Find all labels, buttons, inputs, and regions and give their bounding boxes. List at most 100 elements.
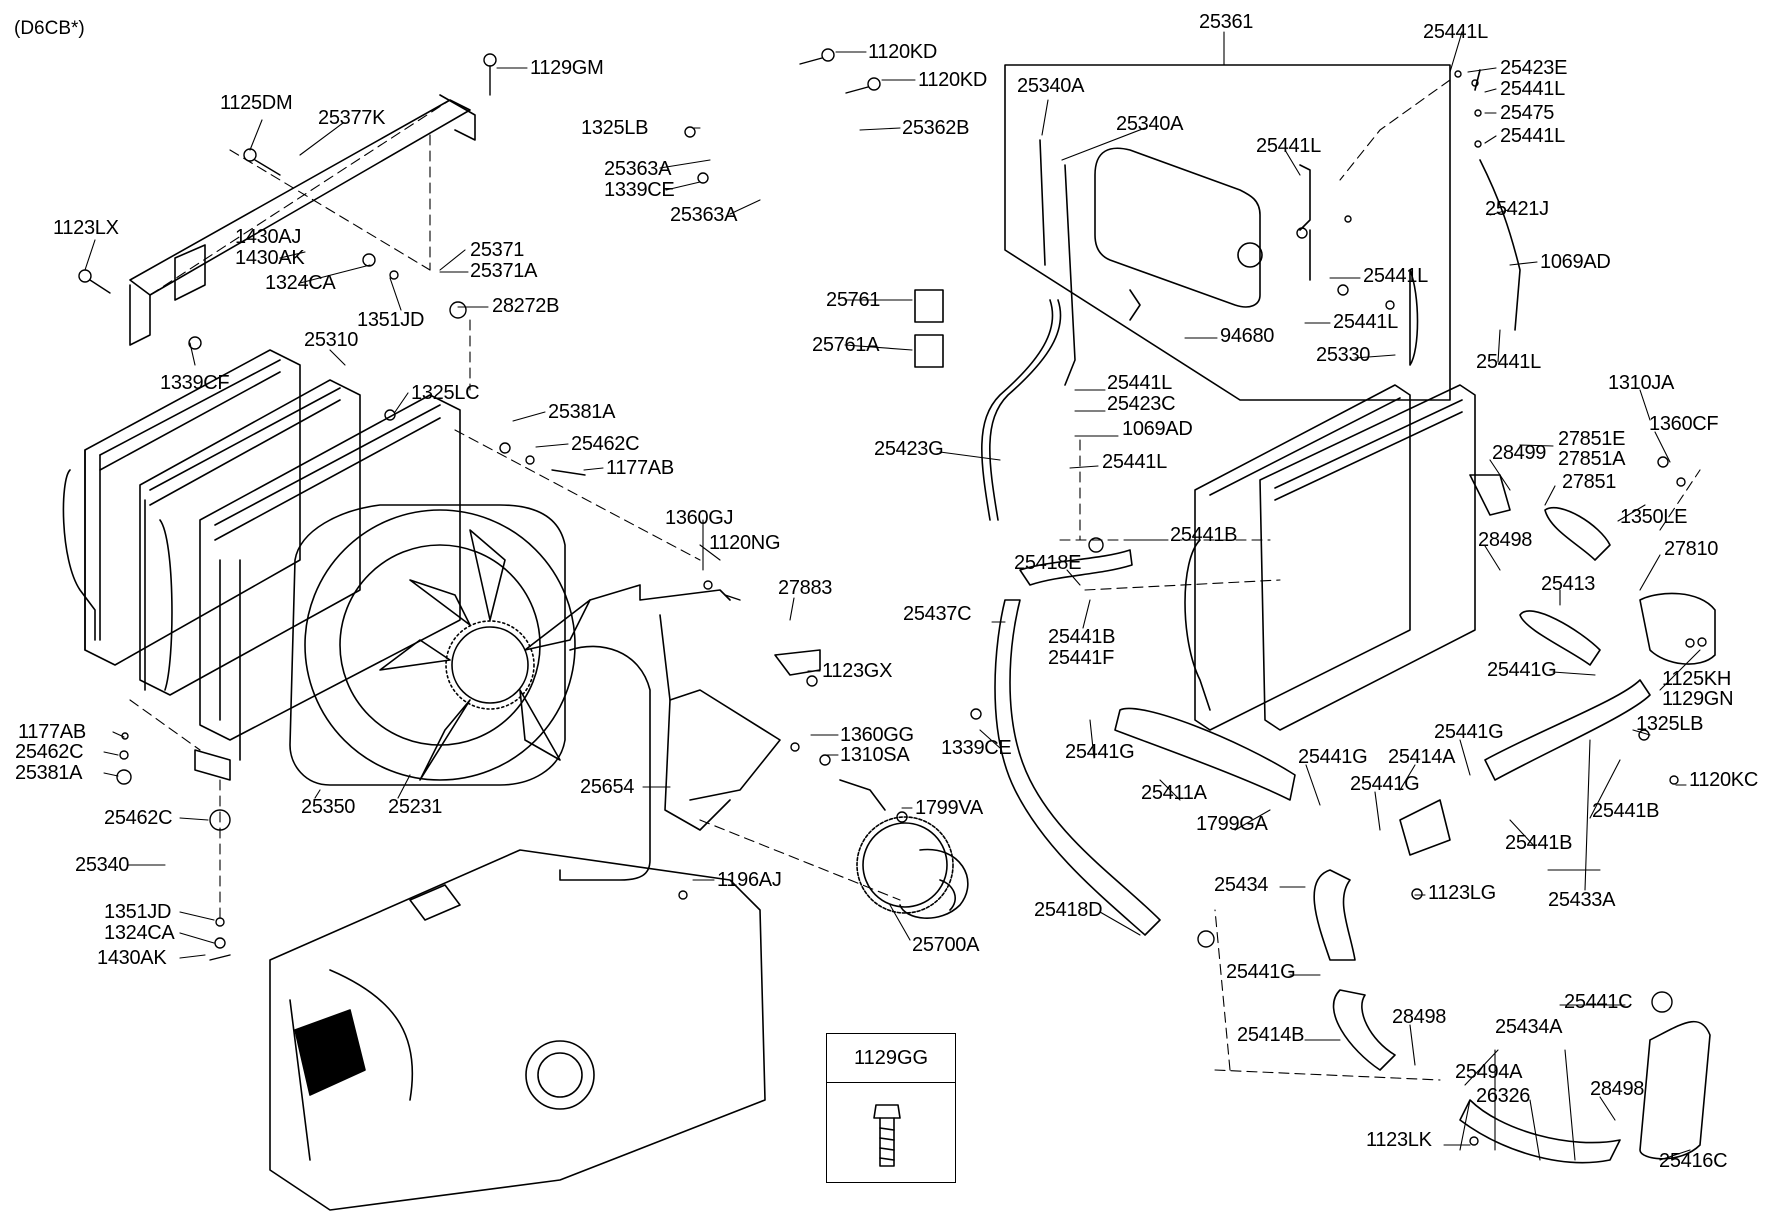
part-number-label[interactable]: 25434A	[1495, 1016, 1563, 1038]
part-number-label[interactable]: 25330	[1316, 344, 1371, 366]
part-number-label[interactable]: 1310SA	[840, 744, 910, 766]
part-number-label[interactable]: 1325LC	[411, 382, 480, 404]
part-number-label[interactable]: 1177AB	[18, 721, 86, 743]
part-number-label[interactable]: 1430AJ	[235, 226, 302, 248]
part-number-label[interactable]: 25416C	[1659, 1150, 1728, 1172]
part-number-label[interactable]: 25414B	[1237, 1024, 1305, 1046]
part-number-label[interactable]: 25350	[301, 796, 356, 818]
part-number-label[interactable]: 25494A	[1455, 1061, 1523, 1083]
part-number-label[interactable]: 25418E	[1014, 552, 1082, 574]
part-number-label[interactable]: 27851A	[1558, 448, 1626, 470]
part-number-label[interactable]: 27810	[1664, 538, 1719, 560]
part-number-label[interactable]: 25441L	[1107, 372, 1172, 394]
part-number-label[interactable]: 25340A	[1017, 75, 1085, 97]
part-number-label[interactable]: 25361	[1199, 11, 1254, 33]
part-number-label[interactable]: 25441G	[1298, 746, 1368, 768]
part-number-label[interactable]: 25441B	[1048, 626, 1116, 648]
part-number-label[interactable]: 1350LE	[1620, 506, 1688, 528]
part-number-label[interactable]: 28272B	[492, 295, 560, 317]
part-number-label[interactable]: 25761	[826, 289, 881, 311]
part-number-label[interactable]: 25437C	[903, 603, 972, 625]
part-number-label[interactable]: 27851E	[1558, 428, 1626, 450]
part-number-label[interactable]: 25441G	[1226, 961, 1296, 983]
part-number-label[interactable]: 25441L	[1500, 78, 1565, 100]
part-number-label[interactable]: 25413	[1541, 573, 1596, 595]
part-number-label[interactable]: 25423G	[874, 438, 944, 460]
part-number-label[interactable]: 25421J	[1485, 198, 1549, 220]
part-number-label[interactable]: 25441F	[1048, 647, 1115, 669]
part-number-label[interactable]: 25441L	[1423, 21, 1488, 43]
part-number-label[interactable]: 25434	[1214, 874, 1269, 896]
part-number-label[interactable]: 1799GA	[1196, 813, 1268, 835]
part-number-label[interactable]: 94680	[1220, 325, 1275, 347]
part-number-label[interactable]: 25381A	[548, 401, 616, 423]
part-number-label[interactable]: 1120NG	[709, 532, 781, 554]
part-number-label[interactable]: 1351JD	[104, 901, 172, 923]
part-number-label[interactable]: 25441L	[1476, 351, 1541, 373]
part-number-label[interactable]: 25423E	[1500, 57, 1568, 79]
part-number-label[interactable]: 28499	[1492, 442, 1547, 464]
part-number-label[interactable]: 1069AD	[1122, 418, 1193, 440]
part-number-label[interactable]: 1325LB	[1636, 713, 1704, 735]
part-number-label[interactable]: 25441L	[1363, 265, 1428, 287]
part-number-label[interactable]: 28498	[1392, 1006, 1447, 1028]
part-number-label[interactable]: 1339CE	[941, 737, 1012, 759]
part-number-label[interactable]: 25418D	[1034, 899, 1103, 921]
part-number-label[interactable]: 1069AD	[1540, 251, 1611, 273]
part-number-label[interactable]: 25414A	[1388, 746, 1456, 768]
part-number-label[interactable]: 25441B	[1170, 524, 1238, 546]
part-number-label[interactable]: 25441C	[1564, 991, 1633, 1013]
part-number-label[interactable]: 25231	[388, 796, 443, 818]
part-number-label[interactable]: 28498	[1590, 1078, 1645, 1100]
part-number-label[interactable]: 1125KH	[1662, 668, 1731, 690]
part-number-label[interactable]: 25654	[580, 776, 635, 798]
part-number-label[interactable]: 1123GX	[822, 660, 893, 682]
part-number-label[interactable]: 1129GM	[530, 57, 604, 79]
part-number-label[interactable]: 1430AK	[235, 247, 305, 269]
part-number-label[interactable]: 25441G	[1434, 721, 1504, 743]
part-number-label[interactable]: 25310	[304, 329, 359, 351]
part-number-label[interactable]: 1125DM	[220, 92, 293, 114]
part-number-label[interactable]: 25761A	[812, 334, 880, 356]
part-number-label[interactable]: 25475	[1500, 102, 1555, 124]
part-number-label[interactable]: 1177AB	[606, 457, 674, 479]
part-number-label[interactable]: 25441G	[1350, 773, 1420, 795]
part-number-label[interactable]: 1430AK	[97, 947, 167, 969]
part-number-label[interactable]: 25441G	[1065, 741, 1135, 763]
part-number-label[interactable]: 1310JA	[1608, 372, 1675, 394]
part-number-label[interactable]: 25377K	[318, 107, 386, 129]
part-number-label[interactable]: 1339CF	[160, 372, 230, 394]
part-number-label[interactable]: 1120KD	[918, 69, 987, 91]
part-number-label[interactable]: 1123LX	[53, 217, 119, 239]
part-number-label[interactable]: 1799VA	[915, 797, 983, 819]
part-number-label[interactable]: 1123LG	[1428, 882, 1496, 904]
part-number-label[interactable]: 25441L	[1500, 125, 1565, 147]
part-number-label[interactable]: 25340	[75, 854, 130, 876]
part-number-label[interactable]: 27883	[778, 577, 833, 599]
part-number-label[interactable]: 1324CA	[265, 272, 336, 294]
part-number-label[interactable]: 25462C	[15, 741, 84, 763]
part-number-label[interactable]: 1325LB	[581, 117, 649, 139]
part-number-label[interactable]: 1123LK	[1366, 1129, 1432, 1151]
part-number-label[interactable]: 25362B	[902, 117, 970, 139]
part-number-label[interactable]: 25441L	[1256, 135, 1321, 157]
part-number-label[interactable]: 1339CE	[604, 179, 675, 201]
part-number-label[interactable]: 25441L	[1102, 451, 1167, 473]
part-number-label[interactable]: 25441B	[1505, 832, 1573, 854]
part-number-label[interactable]: 27851	[1562, 471, 1617, 493]
part-number-label[interactable]: 28498	[1478, 529, 1533, 551]
part-number-label[interactable]: 25381A	[15, 762, 83, 784]
part-number-label[interactable]: 1129GN	[1662, 688, 1734, 710]
part-number-label[interactable]: 25462C	[104, 807, 173, 829]
part-number-label[interactable]: 25340A	[1116, 113, 1184, 135]
part-number-label[interactable]: 1324CA	[104, 922, 175, 944]
part-number-label[interactable]: 25363A	[670, 204, 738, 226]
part-number-label[interactable]: 25462C	[571, 433, 640, 455]
part-number-label[interactable]: 25423C	[1107, 393, 1176, 415]
part-number-label[interactable]: 1196AJ	[717, 869, 782, 891]
part-number-label[interactable]: 25433A	[1548, 889, 1616, 911]
part-number-label[interactable]: 25371A	[470, 260, 538, 282]
part-number-label[interactable]: 26326	[1476, 1085, 1531, 1107]
part-number-label[interactable]: 25441B	[1592, 800, 1660, 822]
part-number-label[interactable]: 1120KC	[1689, 769, 1758, 791]
